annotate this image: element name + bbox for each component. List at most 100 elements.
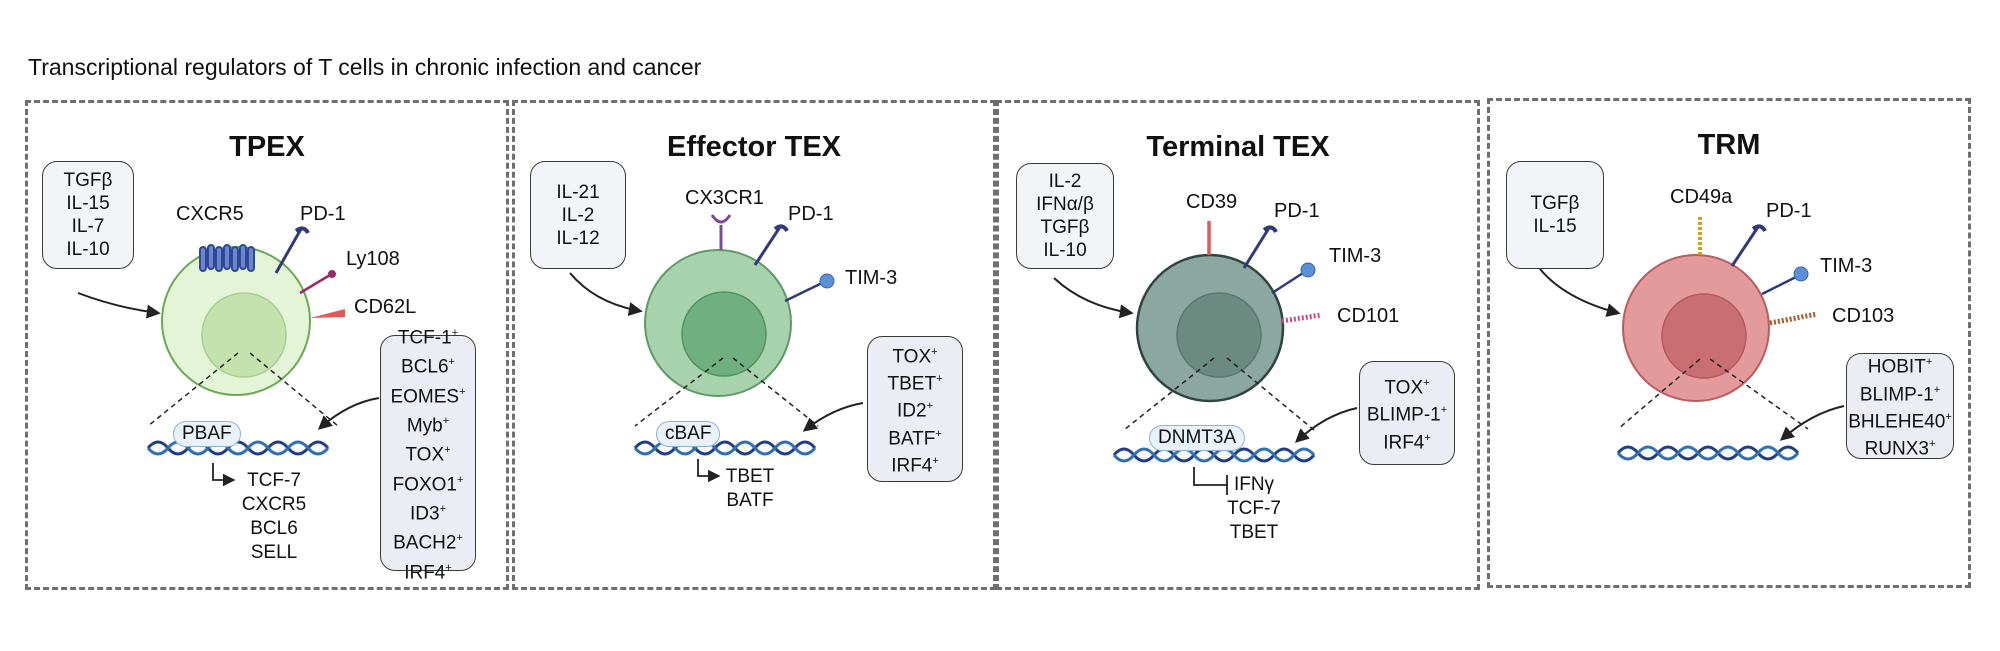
transcription-factor: TCF-1+ <box>397 327 459 349</box>
cd62l-receptor-icon <box>310 309 345 318</box>
transcription-factor: BACH2+ <box>393 532 463 554</box>
cytokine: IL-2 <box>561 204 595 226</box>
target-gene: BCL6 <box>250 518 298 539</box>
target-gene: TCF-7 <box>247 470 301 491</box>
panel-title: TRM <box>1697 129 1761 161</box>
transcription-factor: Myb+ <box>406 415 450 437</box>
receptor-label: PD-1 <box>788 203 834 225</box>
transcription-factor: BLIMP-1+ <box>1366 404 1448 426</box>
tf-arrow <box>1294 407 1358 443</box>
cd103-receptor-icon <box>1769 311 1818 326</box>
target-genes: TCF-7 CXCR5 BCL6 SELL <box>234 469 314 565</box>
receptor-label: Ly108 <box>346 248 400 270</box>
cytokine: IFNα/β <box>1036 194 1094 215</box>
cytokine: TGFβ <box>1040 217 1090 238</box>
panel-trm: TRM TGFβ IL-15 CD49a PD-1 TIM-3 CD103 HO… <box>1487 98 1971 588</box>
transcription-factor: FOXO1+ <box>392 473 464 495</box>
tim3-receptor-icon <box>784 281 823 303</box>
dna-icon <box>146 440 330 456</box>
pd1-receptor-icon <box>1730 226 1760 267</box>
dna-icon <box>1112 447 1316 463</box>
transcription-factor: TBET+ <box>887 373 943 395</box>
terminal-tex-cell-graphic <box>1053 221 1358 495</box>
target-gene: IFNγ <box>1233 474 1275 495</box>
effector-tex-cell-graphic <box>569 214 864 483</box>
transcription-factor: TOX+ <box>405 444 451 466</box>
pd1-receptor-icon <box>1242 227 1271 269</box>
transcription-factor-box: HOBIT+ BLIMP-1+ BHLEHE40+ RUNX3+ <box>1846 353 1954 460</box>
receptor-label: CD101 <box>1337 305 1400 327</box>
tf-arrow <box>317 397 380 430</box>
cell-nucleus <box>681 291 767 377</box>
activation-arrow <box>212 463 236 487</box>
receptor-label: CD49a <box>1670 186 1733 208</box>
cytokine: IL-12 <box>556 227 600 249</box>
target-gene: BATF <box>726 490 774 511</box>
cytokine-box: TGFβ IL-15 IL-7 IL-10 <box>42 161 134 269</box>
target-gene: TCF-7 <box>1227 498 1281 519</box>
chromatin-remodeler-badge: DNMT3A <box>1149 425 1246 451</box>
target-gene: SELL <box>250 542 298 563</box>
tf-arrow <box>802 402 864 432</box>
cytokine-box: IL-21 IL-2 IL-12 <box>530 161 626 269</box>
cd101-receptor-icon <box>1281 312 1322 324</box>
panel-tpex: TPEX <box>25 100 509 590</box>
receptor-label: CXCR5 <box>176 203 244 225</box>
receptor-label: PD-1 <box>1766 200 1812 222</box>
cytokine-arrow <box>1539 268 1621 317</box>
cell-nucleus <box>1661 293 1747 379</box>
tim3-receptor-icon <box>1271 271 1304 295</box>
pd1-receptor-icon <box>274 228 303 274</box>
transcription-factor: BHLEHE40+ <box>1848 411 1952 433</box>
transcription-factor: BCL6+ <box>401 356 455 378</box>
panel-title: TPEX <box>229 131 305 163</box>
receptor-label: CD103 <box>1832 305 1895 327</box>
target-gene: TBET <box>1229 522 1279 543</box>
dna-icon <box>1616 445 1800 461</box>
cytokine: TGFβ <box>63 170 113 191</box>
tf-arrow <box>1779 405 1845 441</box>
panel-terminal-tex: Terminal TEX IL-2 IFNα/β TGFβ IL-10 CD39… <box>996 100 1480 590</box>
cell-nucleus <box>1176 292 1262 378</box>
cytokine: TGFβ <box>1530 193 1580 214</box>
receptor-label: TIM-3 <box>1329 245 1382 267</box>
cytokine-box: TGFβ IL-15 <box>1506 161 1604 269</box>
chromatin-remodeler-badge: PBAF <box>173 421 241 447</box>
cytokine: IL-7 <box>71 216 105 237</box>
trm-cell-graphic <box>1539 216 1845 461</box>
transcription-factor: EOMES+ <box>390 385 466 408</box>
receptor-label: TIM-3 <box>845 267 898 289</box>
cytokine: IL-21 <box>556 181 600 203</box>
cytokine: IL-2 <box>1048 171 1082 192</box>
panel-title: Terminal TEX <box>1146 131 1330 163</box>
panel-effector-tex: Effector TEX IL-21 IL-2 IL-12 CX3CR1 PD-… <box>512 100 996 590</box>
receptor-label: CD39 <box>1186 191 1238 213</box>
cytokine: IL-10 <box>1043 240 1087 261</box>
figure-title: Transcriptional regulators of T cells in… <box>28 54 702 80</box>
target-genes: IFNγ TCF-7 TBET <box>1219 473 1289 545</box>
transcription-factor: RUNX3+ <box>1864 438 1936 460</box>
cytokine-arrow <box>1053 277 1134 319</box>
transcription-factor: IRF4+ <box>1383 431 1431 453</box>
cytokine-arrow <box>77 292 161 319</box>
transcription-factor: TOX+ <box>1384 377 1430 399</box>
transcription-factor-box: TOX+ BLIMP-1+ IRF4+ <box>1359 361 1455 465</box>
receptor-label: PD-1 <box>300 203 346 225</box>
transcription-factor: HOBIT+ <box>1867 356 1933 378</box>
target-gene: CXCR5 <box>241 494 307 515</box>
cytokine: IL-15 <box>66 193 110 214</box>
transcription-factor: TOX+ <box>892 345 938 367</box>
repression-symbol <box>1193 467 1228 495</box>
chromatin-remodeler-badge: cBAF <box>656 421 721 447</box>
receptor-label: CX3CR1 <box>685 187 764 209</box>
panel-title: Effector TEX <box>666 131 842 163</box>
target-gene: TBET <box>725 466 775 487</box>
cxcr5-receptor-icon <box>199 244 255 272</box>
transcription-factor: IRF4+ <box>404 561 452 583</box>
target-genes: TBET BATF <box>720 465 780 513</box>
receptor-label: TIM-3 <box>1820 255 1873 277</box>
cytokine-box: IL-2 IFNα/β TGFβ IL-10 <box>1016 163 1114 269</box>
transcription-factor: ID3+ <box>409 503 446 525</box>
transcription-factor-box: TCF-1+ BCL6+ EOMES+ Myb+ TOX+ FOXO1+ ID3… <box>380 327 476 583</box>
cytokine: IL-10 <box>66 239 110 260</box>
